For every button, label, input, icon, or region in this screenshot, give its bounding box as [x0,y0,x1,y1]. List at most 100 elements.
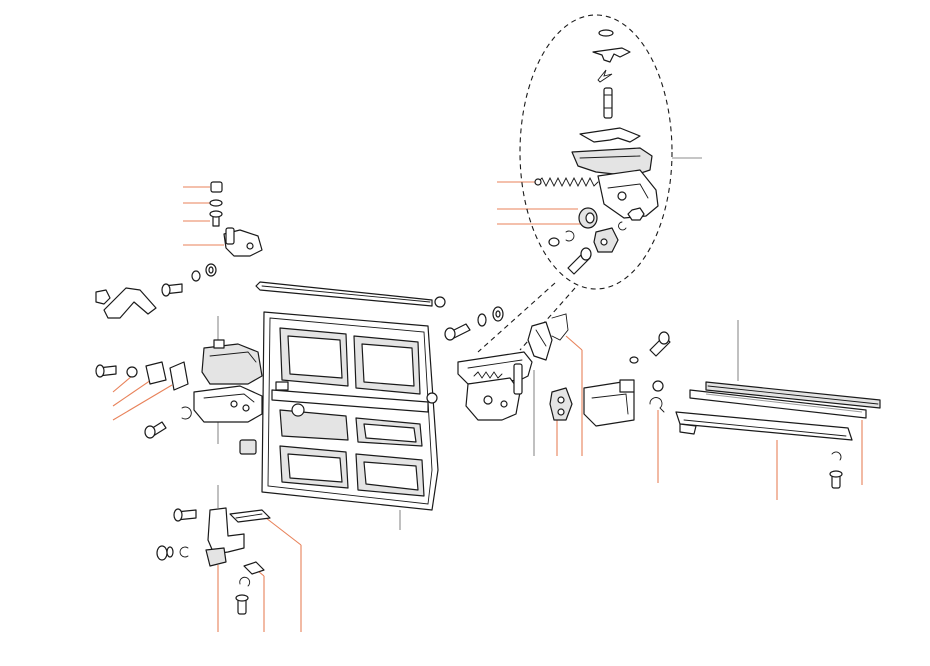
upper-hinge-assembly [95,339,263,455]
detail-inset [477,14,673,353]
spring-clip-part [831,451,842,461]
circlip-part [181,406,192,420]
door-cross-member [271,389,429,413]
rail-detail [705,393,863,413]
clamp-part [169,361,189,391]
door-hole [291,403,305,417]
bracket-detail [591,393,629,415]
screw-head [580,247,592,261]
screw-head [235,594,249,602]
hinge-body-detail [203,393,255,403]
nut-part [652,380,664,392]
cap-part [156,545,168,561]
washer-part [477,313,487,327]
latch-lock-part [465,377,521,421]
washer-part [126,366,138,378]
pivot-pin-part [603,87,613,119]
door-cutout-inner [287,335,343,379]
striker-hole [557,396,565,404]
control-rod [255,281,446,308]
left-fasteners [95,263,217,319]
spring-clip-part [597,69,613,83]
latch-rivet [617,191,627,201]
striker-hole [557,408,565,416]
door-inner-edge [267,317,433,505]
body-detail [607,183,649,199]
clamp-part [145,361,167,385]
screw-head [829,470,843,478]
latch-body-part [597,169,659,219]
latch-rivet [500,400,508,408]
door-cutout-inner [287,453,343,483]
circlip-part [565,230,575,242]
cap-part [210,181,223,193]
screw-head [173,508,183,522]
inset-pointer [519,287,576,351]
washer-part [191,270,201,282]
latch-spring [473,371,503,379]
slide-rails [675,381,881,489]
hinge-body-part [193,385,263,423]
circlip-part [179,546,189,558]
tension-spring-part [537,176,599,188]
catch-lever-part [579,127,641,143]
washer-part [166,546,174,558]
lower-hinge-knuckle [205,547,227,567]
circlip-part [618,221,627,231]
screw-head [95,364,105,378]
spring-end [534,178,542,186]
door-cutout [279,409,349,441]
square-nut-part [243,561,265,575]
bracket-tab [619,379,635,393]
door-cutout-inner [363,461,419,491]
latch-rivet [483,395,493,405]
leader-line [565,335,583,351]
block-hole [600,238,608,246]
center-latch-assembly [444,306,671,427]
washer-part [598,29,614,37]
latch-arm [513,363,523,395]
screw-head [658,331,670,345]
cover-detail [535,329,547,347]
nut-part [627,207,645,221]
washer-part [548,237,560,247]
hinge-rivet [230,400,238,408]
cover-tab [213,339,225,349]
lower-track-part [675,411,853,441]
hinge-rivet [242,404,250,412]
door-hole [426,392,438,404]
leader-line [112,375,133,393]
spacer-block-part [239,439,257,455]
housing-detail [579,155,641,159]
cover-detail [209,351,257,363]
door-cutout-inner [361,343,415,387]
door-panel [261,311,439,511]
track-end-bracket [679,423,697,435]
leader-line [265,517,302,546]
inset-outline [519,14,673,290]
hinge-bolt-stack [209,181,263,257]
washer-part [209,199,223,207]
shim-detail [235,513,263,519]
track-detail [683,419,847,437]
circlip-part [239,576,251,587]
screw-head [161,283,171,297]
bushing-core [585,212,595,224]
spring-clip-part [551,313,569,341]
lower-hinge-assembly [156,507,271,615]
bracket-hole [246,242,254,250]
washer-core [495,310,501,318]
screw-head [444,327,456,341]
pin-part [225,227,235,245]
rod-end-cap [434,296,446,308]
hinge-bracket-part [103,287,157,319]
latch-cover-part [527,321,553,361]
spring-clip-part [649,397,665,413]
striker-plate-part [549,387,573,421]
rod-detail [261,285,431,303]
latch-lever-part [592,47,631,63]
stud-head [209,210,223,218]
lower-hinge-body-part [207,507,245,555]
